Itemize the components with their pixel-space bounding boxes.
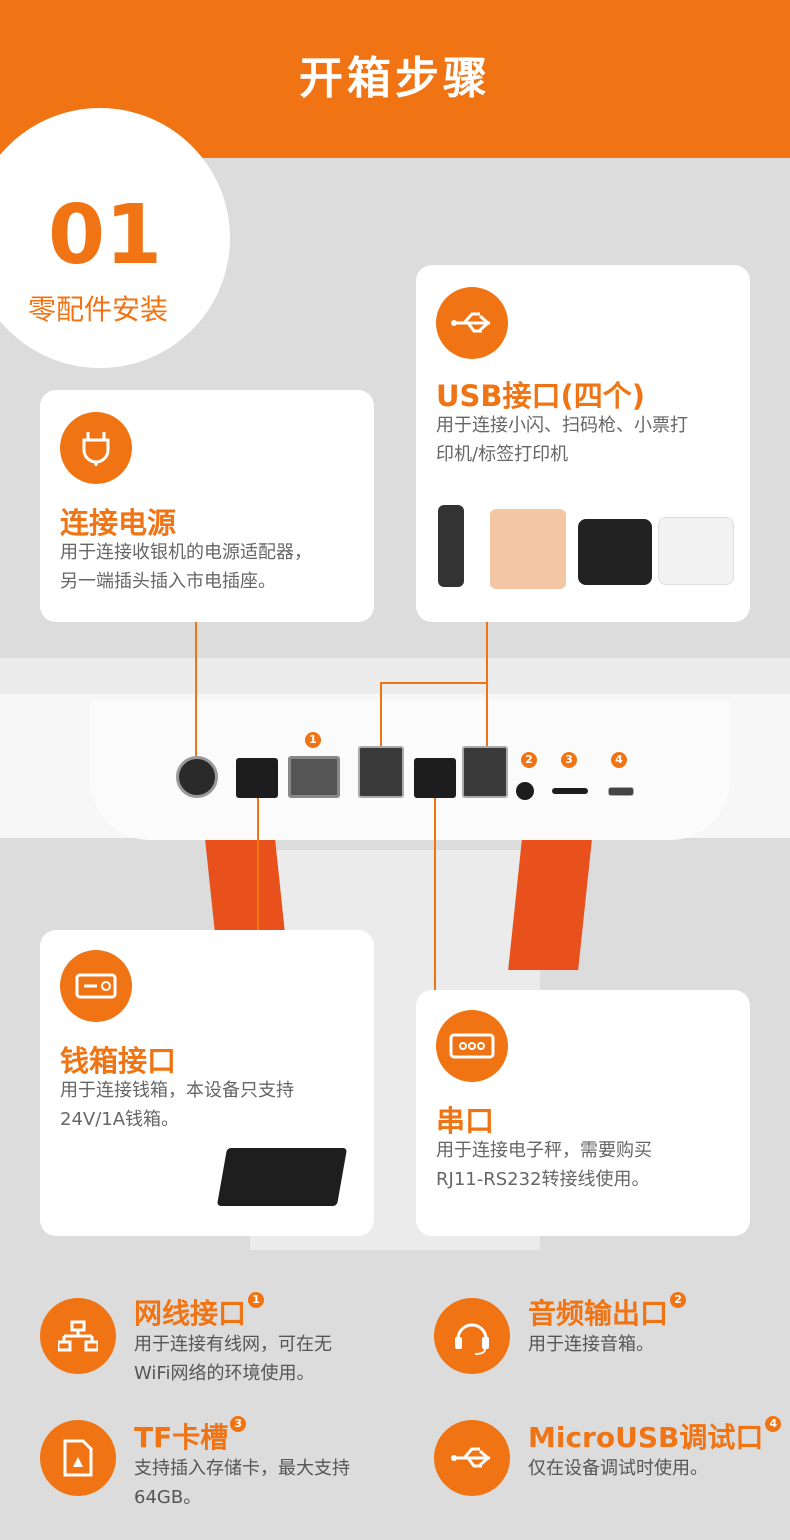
microusb-usb-icon <box>434 1420 510 1496</box>
microusb-port <box>608 787 634 796</box>
step-circle <box>0 108 230 368</box>
device-top-edge <box>0 658 790 694</box>
port-badge-1: 1 <box>305 732 321 748</box>
feature-badge-3: 3 <box>230 1416 247 1432</box>
stand-leg-right <box>508 840 592 970</box>
card-cashbox-desc-1: 用于连接钱箱，本设备只支持 <box>60 1080 294 1101</box>
connector-line-usb <box>486 622 488 746</box>
feature-desc-microusb-1: 仅在设备调试时使用。 <box>528 1458 708 1479</box>
card-usb-desc-1: 用于连接小闪、扫码枪、小票打 <box>436 415 688 436</box>
connector-line-usb-branch <box>380 682 488 684</box>
feature-badge-2: 2 <box>670 1292 687 1308</box>
feature-badge-1: 1 <box>248 1292 265 1308</box>
connector-line-serial <box>434 798 436 990</box>
serial-port <box>414 758 456 798</box>
ethernet-port <box>288 756 340 798</box>
feature-title-audio-text: 音频输出口 <box>528 1297 669 1330</box>
card-serial-desc-1: 用于连接电子秤，需要购买 <box>436 1140 652 1161</box>
connector-line-power <box>195 622 197 756</box>
cash-drawer-icon <box>60 950 132 1022</box>
feature-desc-tf-2: 64GB。 <box>134 1487 202 1508</box>
receipt-printer-image <box>578 519 652 585</box>
card-serial-desc-2: RJ11-RS232转接线使用。 <box>436 1169 650 1190</box>
card-usb-title: USB接口(四个) <box>436 379 646 413</box>
barcode-scanner-image <box>438 505 464 587</box>
usb-icon <box>436 287 508 359</box>
card-power-desc-1: 用于连接收银机的电源适配器， <box>60 542 312 563</box>
cashbox-port <box>236 758 278 798</box>
card-usb-desc-2: 印机/标签打印机 <box>436 444 569 465</box>
scanner-box-image <box>490 509 566 589</box>
card-usb: USB接口(四个) 用于连接小闪、扫码枪、小票打 印机/标签打印机 <box>416 265 750 622</box>
power-plug-icon <box>60 412 132 484</box>
power-port <box>176 756 218 798</box>
sd-card-icon <box>40 1420 116 1496</box>
card-power-title: 连接电源 <box>60 506 177 540</box>
feature-desc-audio-1: 用于连接音箱。 <box>528 1334 654 1355</box>
feature-desc-ethernet-2: WiFi网络的环境使用。 <box>134 1363 315 1384</box>
headset-icon <box>434 1298 510 1374</box>
page-title: 开箱步骤 <box>299 53 491 104</box>
port-badge-3: 3 <box>561 752 577 768</box>
card-serial-title: 串口 <box>436 1104 495 1138</box>
port-badge-4: 4 <box>611 752 627 768</box>
network-icon <box>40 1298 116 1374</box>
serial-port-icon <box>436 1010 508 1082</box>
feature-title-tf-text: TF卡槽 <box>134 1421 229 1454</box>
card-cashbox-title: 钱箱接口 <box>60 1044 177 1078</box>
usb-port-pair-1 <box>358 746 404 798</box>
step-number: 01 <box>48 188 163 283</box>
card-serial: 串口 用于连接电子秤，需要购买 RJ11-RS232转接线使用。 <box>416 990 750 1236</box>
feature-title-microusb-text: MicroUSB调试口 <box>528 1421 764 1454</box>
feature-desc-ethernet-1: 用于连接有线网，可在无 <box>134 1334 332 1355</box>
step-label: 零配件安装 <box>28 293 169 326</box>
card-cashbox-desc-2: 24V/1A钱箱。 <box>60 1109 180 1130</box>
tf-card-slot <box>552 788 588 794</box>
usb-port-pair-2 <box>462 746 508 798</box>
card-power: 连接电源 用于连接收银机的电源适配器， 另一端插头插入市电插座。 <box>40 390 374 622</box>
card-power-desc-2: 另一端插头插入市电插座。 <box>60 571 276 592</box>
label-printer-image <box>658 517 734 585</box>
feature-title-ethernet-text: 网线接口 <box>134 1297 247 1330</box>
connector-line-usb-left <box>380 682 382 746</box>
connector-line-cashbox <box>257 798 259 930</box>
audio-port <box>516 782 534 800</box>
cash-drawer-image <box>216 1148 348 1206</box>
card-cashbox: 钱箱接口 用于连接钱箱，本设备只支持 24V/1A钱箱。 <box>40 930 374 1236</box>
port-badge-2: 2 <box>521 752 537 768</box>
feature-desc-tf-1: 支持插入存储卡，最大支持 <box>134 1458 350 1479</box>
feature-badge-4: 4 <box>765 1416 782 1432</box>
